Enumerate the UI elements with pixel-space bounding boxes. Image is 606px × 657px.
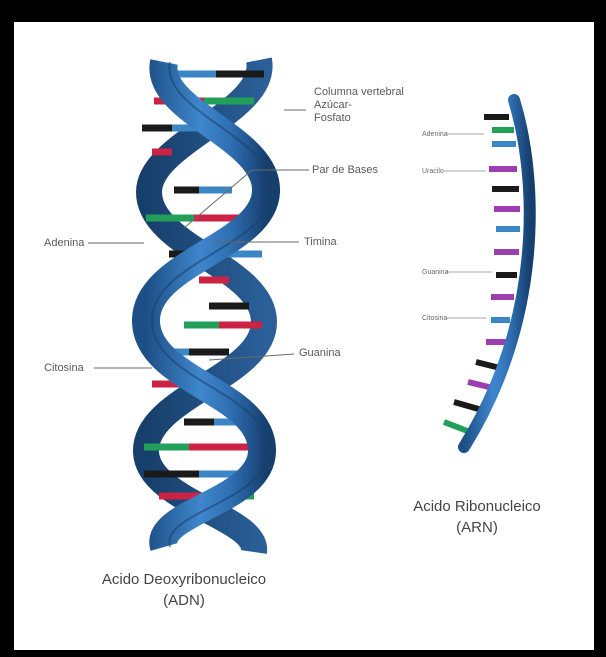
backbone-label-line3: Fosfato	[314, 112, 351, 125]
rna-leader-lines	[444, 134, 492, 318]
dna-caption-line1: Acido Deoxyribonucleico	[69, 570, 299, 590]
dna-rna-illustration	[14, 22, 594, 650]
base-pair-label: Par de Bases	[312, 164, 378, 177]
dna-guanine-label: Guanina	[299, 347, 341, 360]
diagram-panel: Columna vertebral Azúcar- Fosfato Par de…	[14, 22, 594, 650]
rna-adenine-label: Adenina	[422, 130, 448, 139]
rna-bases	[444, 117, 520, 432]
rna-uracil-label: Uracilo	[422, 167, 444, 176]
rna-cytosine-label: Citosina	[422, 314, 447, 323]
dna-caption-line2: (ADN)	[69, 591, 299, 611]
dna-cytosine-label: Citosina	[44, 362, 84, 375]
dna-thymine-label: Timina	[304, 236, 337, 249]
rna-strand	[444, 100, 530, 447]
rna-caption-line2: (ARN)	[382, 518, 572, 538]
backbone-label-line1: Columna vertebral	[314, 86, 404, 99]
backbone-label-line2: Azúcar-	[314, 99, 352, 112]
dna-adenine-label: Adenina	[44, 237, 84, 250]
rna-guanine-label: Guanina	[422, 268, 448, 277]
rna-caption-line1: Acido Ribonucleico	[382, 497, 572, 517]
